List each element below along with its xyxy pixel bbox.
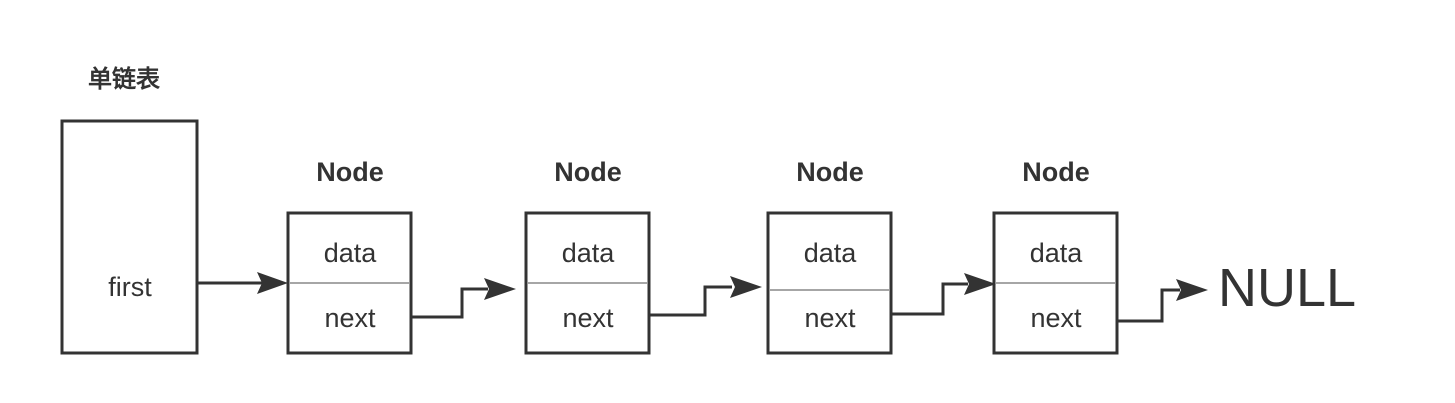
arrow-head bbox=[484, 278, 516, 300]
null-terminal: NULL bbox=[1218, 258, 1356, 318]
node-data-label: data bbox=[1030, 238, 1084, 268]
arrow-head bbox=[730, 276, 762, 298]
node-3: Node data next bbox=[766, 157, 893, 355]
next-pointer-arrow bbox=[891, 282, 968, 316]
node-header: Node bbox=[1022, 157, 1090, 187]
diagram-title: 单链表 bbox=[88, 65, 161, 93]
node-next-label: next bbox=[804, 303, 856, 333]
node-box bbox=[286, 211, 413, 355]
next-pointer-arrow bbox=[411, 287, 488, 319]
node-data-label: data bbox=[804, 238, 858, 268]
node-4: Node data next bbox=[992, 157, 1119, 355]
next-pointer-arrow bbox=[649, 285, 732, 317]
arrow-head bbox=[964, 273, 996, 295]
node-data-label: data bbox=[562, 238, 616, 268]
arrow-head bbox=[1176, 279, 1208, 301]
first-arrow-head bbox=[257, 272, 288, 294]
node-header: Node bbox=[554, 157, 622, 187]
node-2: Node data next bbox=[524, 157, 651, 355]
node-box bbox=[524, 211, 651, 355]
list-box bbox=[60, 119, 199, 355]
node-next-label: next bbox=[324, 303, 376, 333]
node-next-label: next bbox=[1030, 303, 1082, 333]
first-label: first bbox=[108, 272, 152, 302]
node-box bbox=[992, 211, 1119, 355]
node-next-label: next bbox=[562, 303, 614, 333]
node-header: Node bbox=[796, 157, 864, 187]
node-data-label: data bbox=[324, 238, 378, 268]
node-header: Node bbox=[316, 157, 384, 187]
node-box bbox=[766, 211, 893, 355]
node-1: Node data next bbox=[286, 157, 413, 355]
next-pointer-arrow bbox=[1117, 288, 1180, 323]
